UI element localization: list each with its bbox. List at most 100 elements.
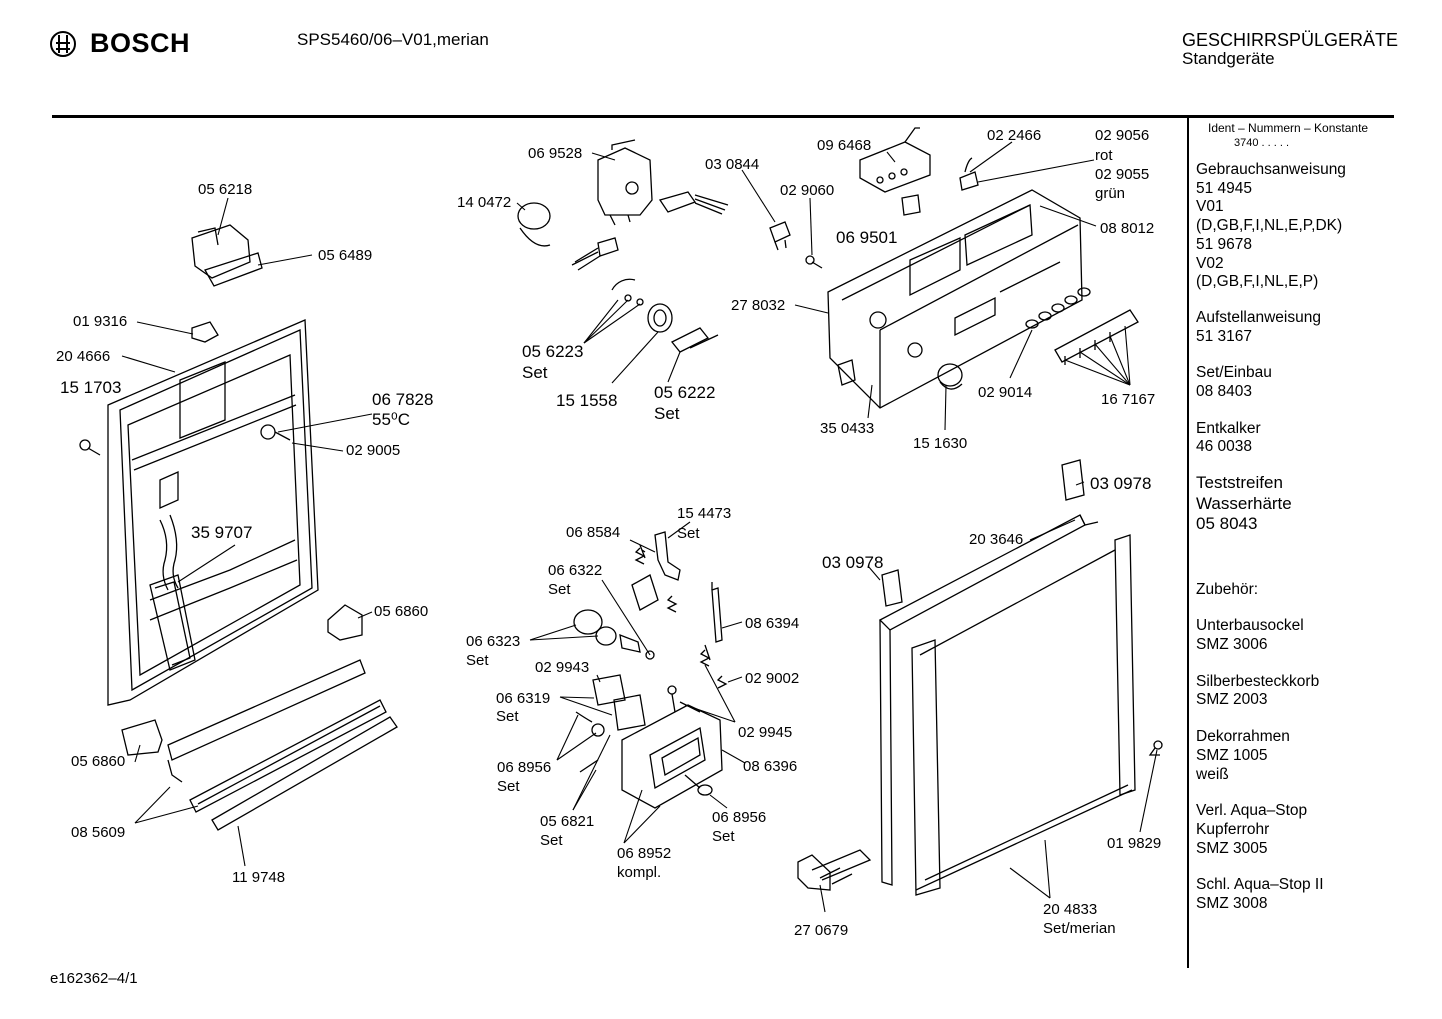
sidebar-divider	[1187, 118, 1189, 968]
part-068956-b: 06 8956	[712, 809, 766, 826]
screw-drawing-b	[1148, 740, 1163, 756]
part-030844: 03 0844	[705, 156, 759, 173]
part-067828-temp: 55⁰C	[372, 410, 410, 429]
brand-name: BOSCH	[90, 28, 191, 58]
part-066323: 06 6323	[466, 633, 520, 650]
part-030978-a: 03 0978	[1090, 474, 1151, 493]
part-019316: 01 9316	[73, 313, 127, 330]
part-029055: 02 9055	[1095, 166, 1149, 183]
sidebar-line: weiß	[1196, 765, 1229, 783]
sidebar-line: Entkalker	[1196, 419, 1261, 437]
part-056222-note: Set	[654, 404, 680, 423]
sidebar-line: 51 9678	[1196, 235, 1253, 253]
part-066319: 06 6319	[496, 690, 550, 707]
part-068584: 06 8584	[566, 524, 620, 541]
part-068956-a: 06 8956	[497, 759, 551, 776]
switch-block-drawing	[769, 221, 823, 269]
lever-drawing	[639, 531, 681, 581]
part-056821-note: Set	[540, 832, 563, 849]
part-204833: 20 4833	[1043, 901, 1097, 918]
part-151703: 15 1703	[60, 378, 121, 397]
dispenser-housing-drawing	[621, 685, 723, 809]
part-068952-note: kompl.	[617, 864, 661, 881]
sidebar-line: SMZ 2003	[1196, 691, 1268, 709]
selector-knob-drawing	[611, 278, 673, 333]
sidebar-line: V01	[1196, 198, 1224, 216]
knob-disk-drawing	[517, 202, 551, 247]
sidebar-line: 51 3167	[1196, 327, 1253, 345]
group-schl-aqua-stop: Schl. Aqua–Stop II SMZ 3008	[1196, 876, 1396, 913]
door-frame-drawing	[878, 514, 1136, 896]
spring-clip-drawing	[670, 327, 719, 353]
part-056222: 05 6222	[654, 383, 715, 402]
part-154473: 15 4473	[677, 505, 731, 522]
group-entkalker: Entkalker 46 0038	[1196, 420, 1396, 457]
part-029056-note: rot	[1095, 147, 1113, 164]
part-119748: 11 9748	[232, 869, 285, 886]
sidebar-line: Zubehör:	[1196, 580, 1259, 598]
sidebar-line: Teststreifen	[1196, 473, 1283, 493]
brand-logo: BOSCH	[50, 28, 190, 59]
rod-drawing	[704, 582, 723, 661]
part-069501: 06 9501	[836, 228, 897, 247]
part-204666: 20 4666	[56, 348, 110, 365]
part-167167: 16 7167	[1101, 391, 1155, 408]
model-number: SPS5460/06–V01,merian	[297, 30, 489, 49]
part-056489: 05 6489	[318, 247, 372, 264]
relay-drawing	[859, 127, 931, 193]
sidebar-line: Wasserhärte	[1196, 493, 1292, 513]
seal-frame-drawing	[592, 674, 646, 731]
screw-drawing	[79, 439, 101, 456]
latch-drawing	[631, 574, 659, 611]
seal-strip-drawing	[211, 716, 398, 831]
part-066319-note: Set	[496, 708, 519, 725]
part-204833-note: Set/merian	[1043, 920, 1116, 937]
part-067828: 06 7828	[372, 390, 433, 409]
part-151630: 15 1630	[913, 435, 967, 452]
exploded-parts-diagram: 05 6218 05 6489 01 9316 20 4666 15 1703 …	[56, 127, 1163, 939]
part-154473-note: Set	[677, 525, 700, 542]
wire-harness-drawing	[571, 191, 729, 271]
sidebar-line: SMZ 3008	[1196, 895, 1268, 913]
part-029056: 02 9056	[1095, 127, 1149, 144]
part-030978-b: 03 0978	[822, 553, 883, 572]
cap-drawing	[573, 609, 655, 660]
sidebar-line: 46 0038	[1196, 438, 1253, 456]
sidebar-line: SMZ 3006	[1196, 636, 1268, 654]
part-066322: 06 6322	[548, 562, 602, 579]
group-gebrauchsanweisung: Gebrauchsanweisung 51 4945 V01 (D,GB,F,I…	[1196, 161, 1396, 292]
selector-knob-cap-drawing	[937, 363, 963, 390]
part-151558: 15 1558	[556, 391, 617, 410]
part-359707: 35 9707	[191, 523, 252, 542]
part-029055-note: grün	[1095, 185, 1125, 202]
document-code: e162362–4/1	[50, 970, 138, 987]
part-066322-note: Set	[548, 581, 571, 598]
leader-lines	[121, 141, 1158, 913]
group-silberbesteckkorb: Silberbesteckkorb SMZ 2003	[1196, 673, 1396, 710]
sidebar-line: Unterbausockel	[1196, 617, 1304, 635]
part-278032: 27 8032	[731, 297, 785, 314]
button-cap-drawing	[901, 194, 921, 216]
sidebar-line: (D,GB,F,I,NL,E,P,DK)	[1196, 217, 1343, 235]
part-069528: 06 9528	[528, 145, 582, 162]
door-lock-drawing	[191, 224, 263, 287]
part-029005: 02 9005	[346, 442, 400, 459]
part-068956-b-note: Set	[712, 828, 735, 845]
ident-title: Ident – Nummern – Konstante	[1208, 121, 1369, 135]
part-022466: 02 2466	[987, 127, 1041, 144]
part-056821: 05 6821	[540, 813, 594, 830]
timer-motor-drawing	[597, 139, 653, 226]
springs-drawing	[634, 547, 728, 689]
insulation-block-drawing-b	[121, 719, 163, 756]
header-divider	[52, 115, 1394, 118]
part-085609: 08 5609	[71, 824, 125, 841]
sidebar-line: Aufstellanweisung	[1196, 308, 1321, 326]
group-unterbausockel: Unterbausockel SMZ 3006	[1196, 617, 1396, 654]
ident-number: 3740 . . . . .	[1234, 137, 1290, 149]
group-verl-aqua-stop: Verl. Aqua–Stop Kupferrohr SMZ 3005	[1196, 802, 1396, 858]
door-panel-drawing	[107, 319, 319, 706]
group-teststreifen: Teststreifen Wasserhärte 05 8043	[1196, 473, 1396, 535]
group-dekorrahmen: Dekorrahmen SMZ 1005 weiß	[1196, 728, 1396, 784]
part-056860-b: 05 6860	[71, 753, 125, 770]
part-029060: 02 9060	[780, 182, 834, 199]
